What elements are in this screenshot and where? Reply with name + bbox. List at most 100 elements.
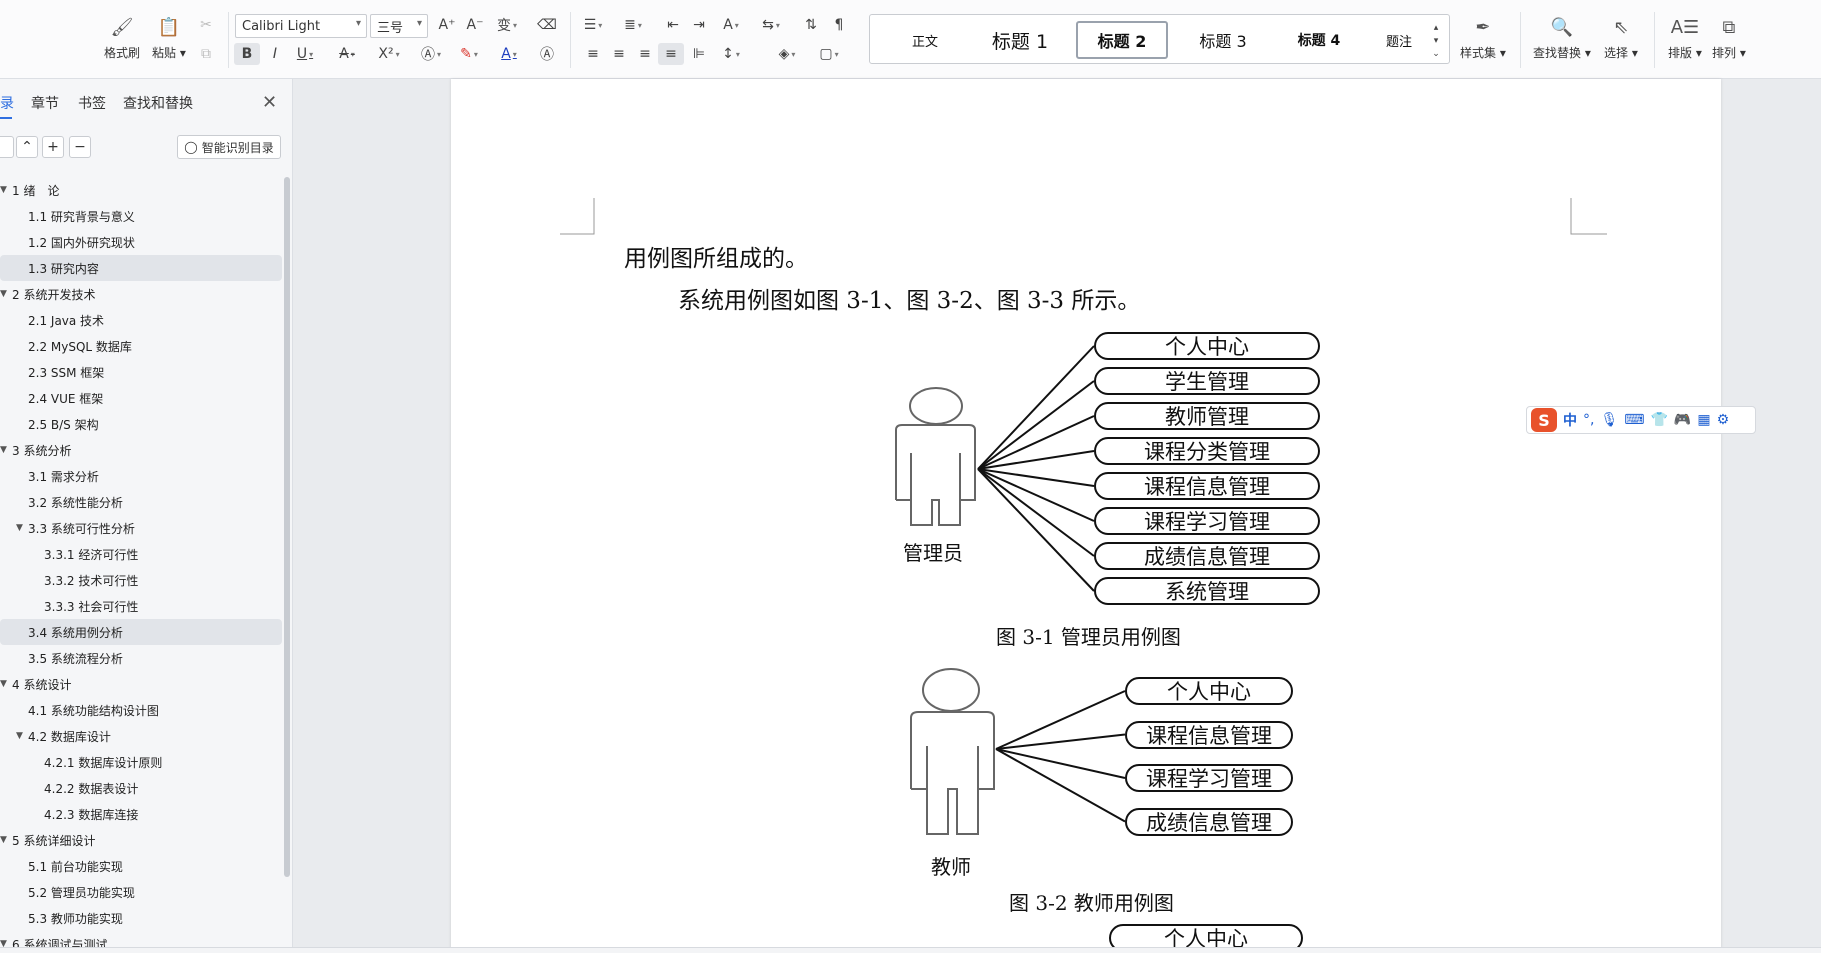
remove-heading-button[interactable]: − (69, 136, 91, 158)
select-button[interactable]: ⇖ 选择 ▾ (1604, 14, 1638, 61)
toc-item[interactable]: 4.2.3 数据库连接 (0, 801, 282, 827)
toc-item[interactable]: 3.3.1 经济可行性 (0, 541, 282, 567)
style-heading-3[interactable]: 标题 3 (1178, 21, 1268, 59)
expand-toggle-icon[interactable]: ▼ (0, 939, 7, 949)
toc-item[interactable]: 5.2 管理员功能实现 (0, 879, 282, 905)
layout-button[interactable]: A☰ 排版 ▾ (1668, 14, 1702, 61)
close-icon[interactable]: ✕ (262, 92, 278, 113)
toc-item[interactable]: 1.2 国内外研究现状 (0, 229, 282, 255)
expand-toggle-icon[interactable]: ▼ (0, 835, 7, 845)
bullet-list-icon[interactable]: ☰▾ (583, 17, 603, 33)
toc-item[interactable]: ▼5 系统详细设计 (0, 827, 282, 853)
arrange-button[interactable]: ⧉ 排列 ▾ (1712, 14, 1746, 61)
style-set-button[interactable]: ✒ 样式集 ▾ (1460, 14, 1506, 61)
collapse-level-button[interactable] (0, 136, 14, 158)
font-color-icon[interactable]: A▾ (501, 46, 517, 62)
ime-language-toggle[interactable]: 中 (1563, 413, 1577, 429)
underline-button[interactable]: U▾ (296, 46, 314, 62)
shading-icon[interactable]: ◈▾ (778, 46, 796, 62)
toc-item[interactable]: ▼4 系统设计 (0, 671, 282, 697)
highlight-color-icon[interactable]: ✎▾ (460, 46, 478, 62)
toc-item[interactable]: ▼2 系统开发技术 (0, 281, 282, 307)
decrease-indent-icon[interactable]: ⇤ (667, 17, 679, 33)
numbered-list-icon[interactable]: ≣▾ (624, 17, 642, 33)
style-heading-1[interactable]: 标题 1 (970, 21, 1070, 59)
style-caption[interactable]: 题注 (1364, 21, 1434, 59)
swap-icon[interactable]: ⇆▾ (762, 17, 780, 33)
superscript-button[interactable]: X²▾ (378, 46, 400, 62)
toc-item[interactable]: 3.4 系统用例分析 (0, 619, 282, 645)
toc-item[interactable]: 5.3 教师功能实现 (0, 905, 282, 931)
skin-icon[interactable]: 👕 (1650, 412, 1668, 428)
toc-item[interactable]: 2.2 MySQL 数据库 (0, 333, 282, 359)
toc-item[interactable]: 1.1 研究背景与意义 (0, 203, 282, 229)
clear-format-icon[interactable]: ⌫ (537, 17, 557, 33)
toc-item[interactable]: ▼3.3 系统可行性分析 (0, 515, 282, 541)
bold-button[interactable]: B (234, 43, 260, 65)
tab-toc[interactable]: 录 (0, 96, 14, 112)
copy-icon[interactable]: ⧉ (201, 46, 211, 62)
expand-toggle-icon[interactable]: ▼ (16, 523, 23, 533)
gallery-expand-icon[interactable]: ⌄ (1432, 49, 1440, 59)
toc-item[interactable]: 3.3.2 技术可行性 (0, 567, 282, 593)
borders-icon[interactable]: ▢▾ (819, 46, 839, 62)
toc-item[interactable]: 4.2.1 数据库设计原则 (0, 749, 282, 775)
strikethrough-button[interactable]: A▾ (339, 46, 355, 62)
tab-find-replace[interactable]: 查找和替换 (123, 96, 193, 112)
font-size-select[interactable]: 三号 ▾ (370, 14, 428, 38)
phonetic-guide-icon[interactable]: 变▾ (496, 18, 517, 34)
align-right-icon[interactable]: ≡ (639, 46, 651, 62)
toc-item[interactable]: 2.4 VUE 框架 (0, 385, 282, 411)
tab-chapters[interactable]: 章节 (31, 96, 59, 112)
toc-item[interactable]: 3.3.3 社会可行性 (0, 593, 282, 619)
sort-icon[interactable]: ⇅ (805, 17, 817, 33)
expand-toggle-icon[interactable]: ▼ (16, 731, 23, 741)
microphone-icon[interactable]: 🎙 (1600, 412, 1619, 428)
show-marks-icon[interactable]: ¶ (834, 17, 844, 33)
toc-item[interactable]: 2.5 B/S 架构 (0, 411, 282, 437)
style-heading-4[interactable]: 标题 4 (1274, 21, 1364, 59)
settings-icon[interactable]: ⚙ (1716, 412, 1730, 428)
justify-icon[interactable]: ≡ (658, 43, 684, 65)
toc-item[interactable]: 1.3 研究内容 (0, 255, 282, 281)
char-shading-icon[interactable]: Ⓐ (540, 47, 554, 63)
toc-item[interactable]: 2.1 Java 技术 (0, 307, 282, 333)
ime-toolbar[interactable]: S 中 °, 🎙 ⌨ 👕 🎮 ▦ ⚙ (1526, 406, 1756, 434)
cut-icon[interactable]: ✂ (200, 17, 212, 33)
apps-grid-icon[interactable]: ▦ (1697, 412, 1711, 428)
toc-item[interactable]: ▼1 绪 论 (0, 177, 282, 203)
add-heading-button[interactable]: + (42, 136, 64, 158)
align-center-icon[interactable]: ≡ (613, 46, 625, 62)
shrink-font-icon[interactable]: A⁻ (466, 17, 484, 33)
text-effect-icon[interactable]: Ⓐ▾ (420, 47, 441, 63)
find-replace-button[interactable]: 🔍 查找替换 ▾ (1533, 14, 1591, 61)
italic-button[interactable]: I (272, 46, 278, 62)
expand-toggle-icon[interactable]: ▼ (0, 289, 7, 299)
gallery-scroll-down-icon[interactable]: ▾ (1433, 36, 1439, 46)
game-icon[interactable]: 🎮 (1673, 412, 1692, 428)
format-painter-button[interactable]: 🖌 格式刷 (104, 14, 140, 61)
increase-indent-icon[interactable]: ⇥ (693, 17, 705, 33)
distribute-icon[interactable]: ⊫ (692, 46, 706, 62)
style-normal[interactable]: 正文 (890, 21, 960, 59)
gallery-scroll-up-icon[interactable]: ▴ (1433, 23, 1439, 33)
align-left-icon[interactable]: ≡ (587, 46, 599, 62)
toc-item[interactable]: 3.5 系统流程分析 (0, 645, 282, 671)
toc-item[interactable]: 5.1 前台功能实现 (0, 853, 282, 879)
line-spacing-icon[interactable]: ↕▾ (722, 46, 740, 62)
toc-item[interactable]: 3.1 需求分析 (0, 463, 282, 489)
toc-item[interactable]: 3.2 系统性能分析 (0, 489, 282, 515)
grow-font-icon[interactable]: A⁺ (438, 17, 456, 33)
style-heading-2[interactable]: 标题 2 (1076, 21, 1168, 59)
punctuation-icon[interactable]: °, (1583, 412, 1595, 428)
text-direction-icon[interactable]: A▾ (723, 17, 739, 33)
toc-item[interactable]: 2.3 SSM 框架 (0, 359, 282, 385)
document-page[interactable]: 用例图所组成的。 系统用例图如图 3-1、图 3-2、图 3-3 所示。 个人中… (451, 79, 1721, 952)
expand-toggle-icon[interactable]: ▼ (0, 445, 7, 455)
expand-toggle-icon[interactable]: ▼ (0, 185, 7, 195)
nav-scrollbar[interactable] (284, 177, 290, 877)
smart-toc-button[interactable]: ◯ 智能识别目录 (177, 135, 281, 159)
font-name-select[interactable]: Calibri Light ▾ (235, 14, 367, 38)
toc-item[interactable]: ▼3 系统分析 (0, 437, 282, 463)
expand-toggle-icon[interactable]: ▼ (0, 679, 7, 689)
